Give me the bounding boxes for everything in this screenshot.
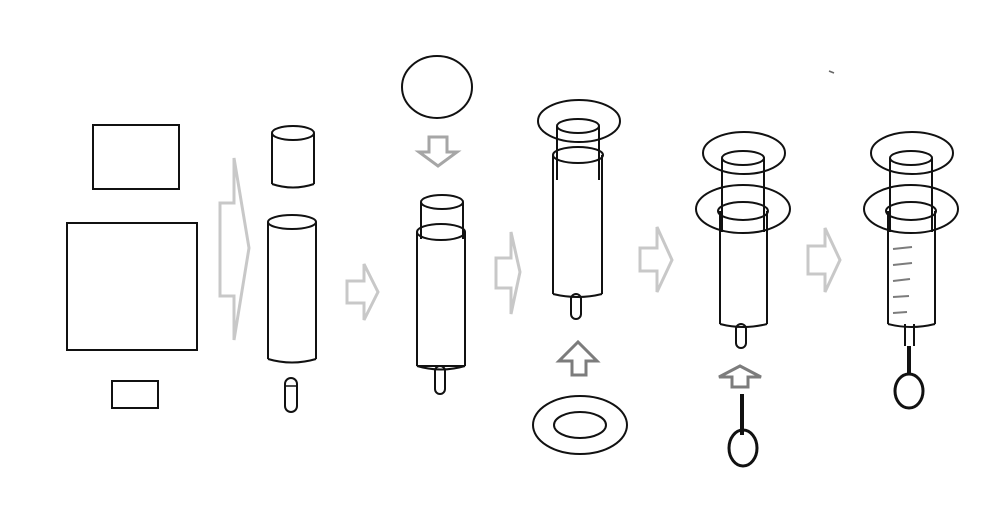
small-mark bbox=[828, 70, 835, 74]
assembled-syringe-stage-2 bbox=[537, 99, 621, 320]
assembled-syringe-stage-3 bbox=[695, 131, 791, 349]
down-arrow bbox=[414, 135, 462, 168]
process-arrow-1 bbox=[218, 157, 251, 341]
formed-parts-group bbox=[267, 125, 317, 413]
assembled-syringe-stage-1 bbox=[416, 194, 466, 395]
sheet-group bbox=[66, 124, 198, 409]
ring-hole bbox=[553, 411, 607, 439]
up-arrow bbox=[555, 339, 601, 377]
disc bbox=[401, 55, 473, 119]
small-capsule bbox=[284, 377, 298, 413]
tall-cylinder bbox=[267, 214, 317, 364]
sheet-top-rectangle bbox=[92, 124, 180, 190]
sheet-large-square bbox=[66, 222, 198, 351]
assembled-syringe-stage-4 bbox=[863, 131, 959, 410]
disc-group bbox=[401, 55, 473, 168]
process-arrow-2 bbox=[345, 263, 380, 321]
ring bbox=[532, 395, 628, 455]
short-cylinder bbox=[271, 125, 315, 189]
loop-handle bbox=[727, 428, 759, 468]
process-arrow-3 bbox=[494, 231, 522, 315]
ring-group bbox=[532, 339, 628, 455]
sheet-small-rectangle bbox=[111, 380, 159, 409]
process-arrow-4 bbox=[638, 226, 674, 293]
process-arrow-5 bbox=[806, 227, 842, 293]
up-arrow bbox=[718, 364, 762, 389]
loop-handle-group bbox=[718, 364, 762, 468]
